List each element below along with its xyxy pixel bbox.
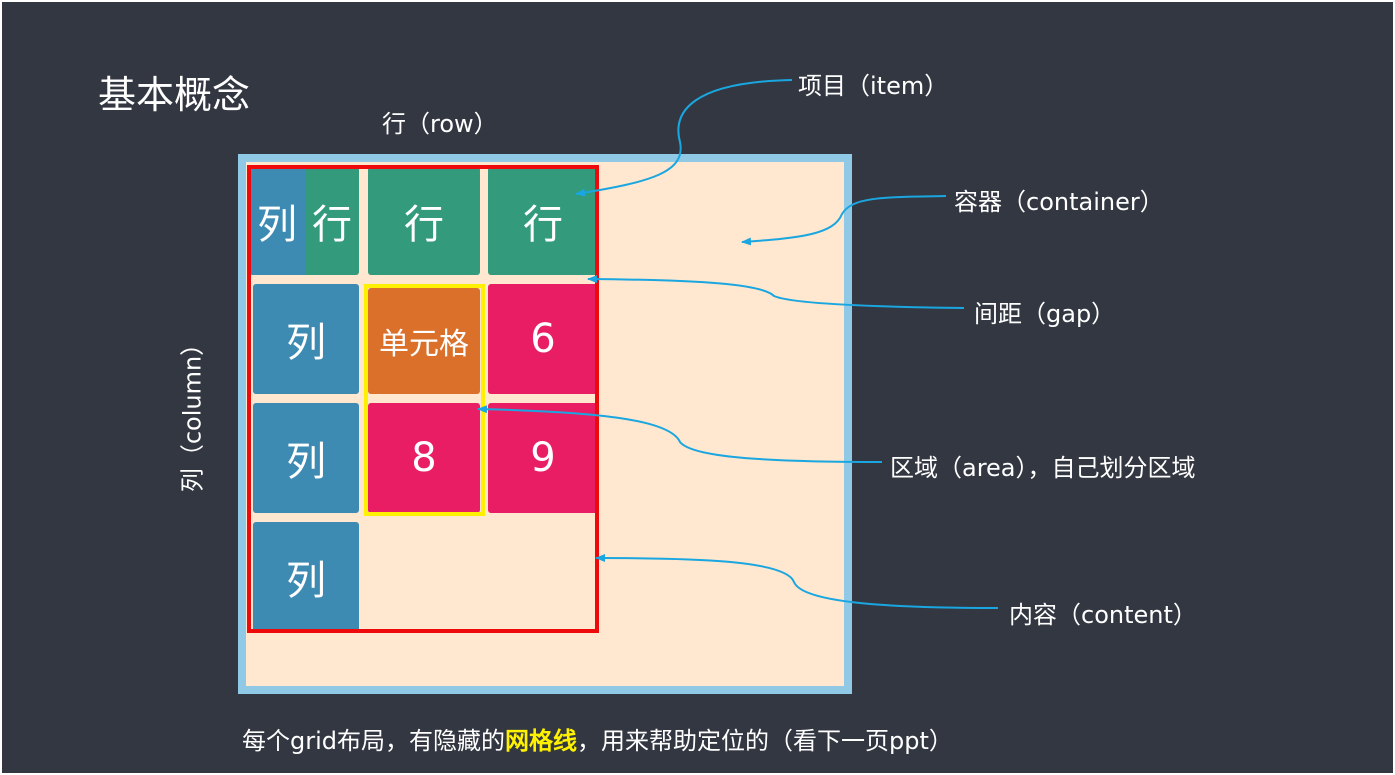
- grid-item: 6: [488, 284, 598, 394]
- column-cell: 列: [253, 522, 359, 632]
- container-callout: 容器（container）: [954, 188, 1164, 216]
- content-arrow: [595, 554, 999, 609]
- content-outline: [247, 165, 599, 633]
- row-cell: 行: [305, 167, 359, 275]
- footer-before: 每个grid布局，有隐藏的: [242, 727, 506, 755]
- grid-item: 9: [488, 403, 598, 513]
- footer-after: ，用来帮助定位的（看下一页ppt）: [577, 727, 953, 755]
- area-outline: [364, 284, 485, 516]
- grid-cell: 单元格: [368, 288, 480, 394]
- row-axis-label: 行（row）: [382, 110, 498, 138]
- container-arrow: [741, 195, 947, 246]
- gap-arrow: [587, 275, 965, 309]
- column-cell: 列: [253, 284, 359, 394]
- area-callout: 区域（area），自己划分区域: [890, 454, 1196, 482]
- item-arrow: [575, 79, 793, 197]
- content-callout: 内容（content）: [1009, 601, 1197, 629]
- area-arrow: [477, 405, 883, 463]
- gap-callout: 间距（gap）: [974, 300, 1116, 328]
- row-cell: 行: [368, 167, 480, 275]
- grid-item: 8: [368, 403, 480, 513]
- row-cell: 行: [488, 167, 598, 275]
- footer-highlight: 网格线: [505, 727, 578, 755]
- footer-note: 每个grid布局，有隐藏的网格线，用来帮助定位的（看下一页ppt）: [242, 721, 953, 756]
- column-cell: 列: [253, 403, 359, 513]
- item-callout: 项目（item）: [798, 72, 949, 100]
- slide-title: 基本概念: [98, 73, 251, 117]
- column-cell: 列: [249, 167, 305, 275]
